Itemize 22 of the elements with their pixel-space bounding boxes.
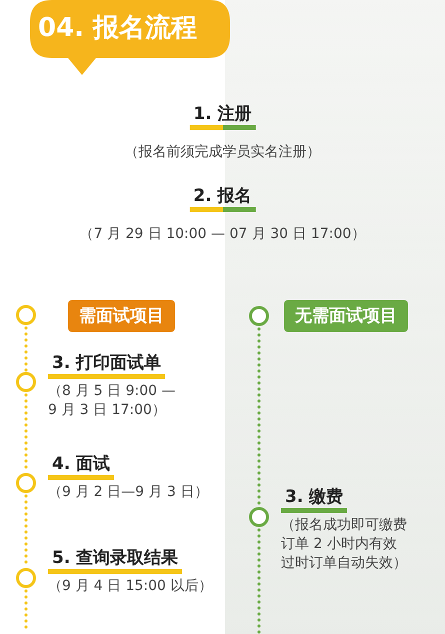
step-note: （9 月 2 日—9 月 3 日） [48, 483, 210, 502]
dotted-connector [24, 326, 28, 372]
step-note: （9 月 4 日 15:00 以后） [48, 577, 214, 596]
step-heading: 2. 报名 [189, 184, 256, 212]
timeline-circle [16, 372, 36, 392]
step-heading: 3. 缴费 [281, 485, 348, 513]
dotted-connector [258, 528, 260, 634]
step-note: （7 月 29 日 10:00 — 07 月 30 日 17:00） [78, 225, 366, 244]
timeline-circle [16, 568, 36, 588]
step-note: （8 月 5 日 9:00 — 9 月 3 日 17:00） [48, 382, 176, 420]
step-heading: 3. 打印面试单 [48, 351, 166, 379]
timeline-circle [16, 305, 36, 325]
timeline-circle [16, 473, 36, 493]
dotted-connector [258, 328, 260, 508]
category-badge: 无需面试项目 [284, 300, 408, 332]
title: 04. 报名流程 [38, 12, 198, 45]
step-heading: 4. 面试 [48, 452, 114, 480]
step-note: （报名前须完成学员实名注册） [124, 143, 322, 162]
step-heading: 1. 注册 [189, 102, 256, 130]
category-badge: 需面试项目 [68, 300, 175, 332]
step-note: （报名成功即可缴费订单 2 小时内有效过时订单自动失效） [281, 516, 408, 573]
step-heading: 5. 查询录取结果 [48, 546, 182, 574]
